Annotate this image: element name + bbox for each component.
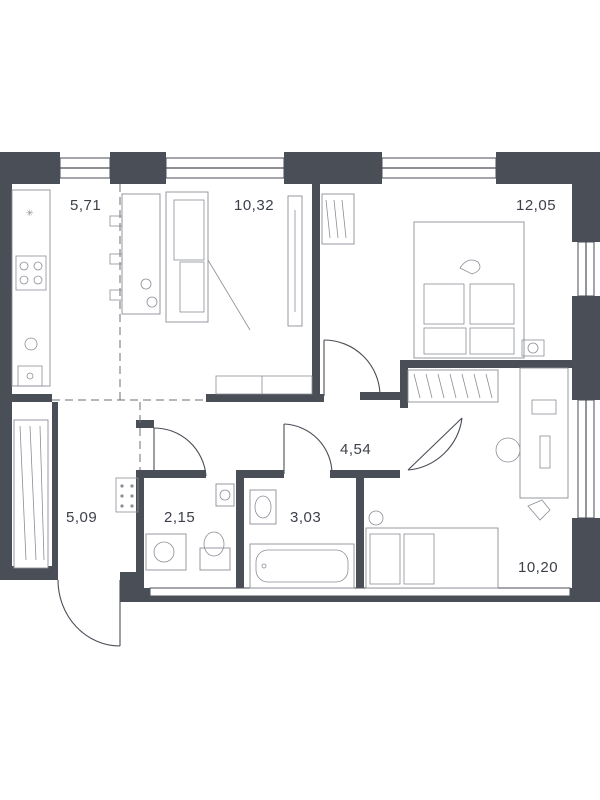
- kitchen-furniture: ✳: [11, 189, 161, 387]
- area-labels: 5,71 10,32 12,05 4,54 5,09 2,15 3,03 10,…: [66, 197, 558, 576]
- svg-text:✳: ✳: [26, 208, 34, 218]
- entrance-furniture: [13, 419, 139, 569]
- area-label-bedroom-2: 10,20: [518, 559, 558, 576]
- area-label-entrance: 5,09: [66, 509, 97, 526]
- zone-dividers: [52, 184, 206, 470]
- wc-fixtures: [145, 483, 235, 571]
- area-label-bathroom: 3,03: [290, 509, 321, 526]
- bedroom2-furniture: [365, 367, 569, 589]
- area-label-bedroom-1: 12,05: [516, 197, 556, 214]
- doors: [57, 339, 463, 647]
- bedroom1-furniture: [321, 193, 545, 359]
- closet: [407, 369, 499, 403]
- living-furniture: [165, 191, 313, 395]
- walls: [0, 152, 600, 602]
- area-label-living-room: 10,32: [234, 197, 274, 214]
- area-label-wc: 2,15: [164, 509, 195, 526]
- area-label-kitchen: 5,71: [70, 197, 101, 214]
- bathroom-fixtures: [249, 489, 355, 589]
- area-label-hall: 4,54: [340, 441, 371, 458]
